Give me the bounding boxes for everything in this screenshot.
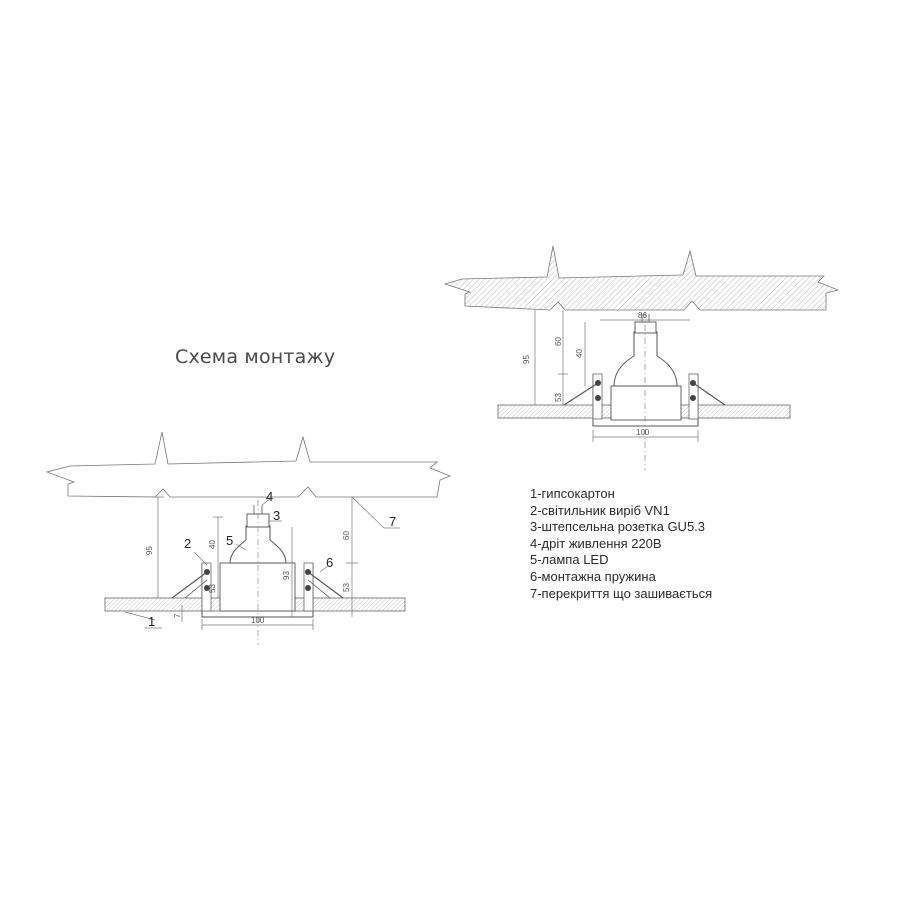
legend-item: 6-монтажна пружина bbox=[530, 568, 656, 584]
dim-40: 40 bbox=[208, 540, 217, 549]
led-lamp bbox=[229, 525, 287, 564]
small-drawing: 95 60 53 40 86 100 bbox=[443, 245, 840, 470]
spring-right bbox=[305, 569, 344, 599]
legend-item: 2-світильник виріб VN1 bbox=[530, 502, 670, 518]
dim-95: 95 bbox=[145, 546, 154, 555]
luminaire-inner-small bbox=[610, 385, 682, 421]
callout-3: 3 bbox=[273, 508, 280, 523]
ceiling-slab-small bbox=[443, 245, 840, 311]
callout-6: 6 bbox=[326, 555, 333, 570]
luminaire-inner bbox=[219, 562, 296, 612]
large-drawing: 95 40 53 93 60 53 7 100 1 2 bbox=[45, 431, 452, 645]
dim-93: 93 bbox=[282, 571, 291, 580]
dim-86-small: 86 bbox=[638, 311, 647, 320]
dim-53-right: 53 bbox=[342, 583, 351, 592]
legend: 1-гипсокартон 2-світильник виріб VN1 3-ш… bbox=[530, 486, 712, 602]
legend-item: 3-штепсельна розетка GU5.3 bbox=[530, 519, 706, 535]
spring-left bbox=[171, 569, 210, 599]
spring-left-small bbox=[563, 380, 601, 406]
spring-right-small bbox=[690, 380, 726, 406]
dim-40-small: 40 bbox=[575, 349, 584, 358]
dim-7: 7 bbox=[173, 613, 182, 618]
large-dimensions: 95 40 53 93 60 53 7 100 bbox=[145, 496, 358, 630]
large-callouts: 1 2 3 4 5 6 7 bbox=[124, 489, 400, 629]
legend-item: 4-дріт живлення 220В bbox=[530, 535, 662, 551]
legend-item: 1-гипсокартон bbox=[530, 486, 615, 501]
socket-small bbox=[634, 321, 657, 334]
dim-60-small: 60 bbox=[554, 337, 563, 346]
diagram-title: Схема монтажу bbox=[175, 346, 336, 368]
callout-1: 1 bbox=[148, 614, 155, 629]
dim-100-small: 100 bbox=[636, 428, 650, 437]
legend-item: 5-лампа LED bbox=[530, 552, 609, 568]
ceiling-slab bbox=[45, 431, 452, 498]
dim-53-small: 53 bbox=[554, 393, 563, 402]
dim-95-small: 95 bbox=[522, 355, 531, 364]
callout-4: 4 bbox=[266, 489, 273, 504]
callout-5: 5 bbox=[226, 533, 233, 548]
small-dimensions: 95 60 53 40 86 100 bbox=[522, 310, 699, 442]
callout-7: 7 bbox=[389, 514, 396, 529]
led-lamp-small bbox=[613, 331, 678, 387]
callout-2: 2 bbox=[184, 536, 191, 551]
dim-60: 60 bbox=[342, 531, 351, 540]
dim-100: 100 bbox=[251, 616, 265, 625]
legend-item: 7-перекриття що зашивається bbox=[530, 585, 713, 601]
dim-53-left: 53 bbox=[208, 584, 217, 593]
